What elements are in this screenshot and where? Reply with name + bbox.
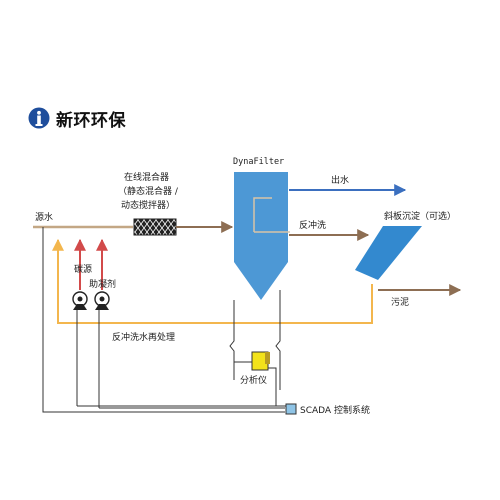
- brand-header: 新环环保: [28, 104, 126, 132]
- info-pillar-icon: [28, 107, 50, 129]
- inclined-settler-label: 斜板沉淀（可选）: [384, 210, 456, 222]
- brand-name: 新环环保: [56, 110, 126, 131]
- scada-label: SCADA 控制系统: [300, 404, 370, 416]
- analyzer-label: 分析仪: [240, 374, 267, 386]
- filter-inner-line: [253, 197, 272, 232]
- inclined-settler: [355, 226, 422, 280]
- carbon-source-label: 碳源: [74, 263, 92, 275]
- coagulant-label: 助凝剂: [89, 278, 116, 290]
- mixer-label-line3: 动态搅拌器）: [121, 199, 175, 211]
- scada-box: [285, 403, 297, 415]
- control-line: [268, 367, 286, 407]
- sludge-label: 污泥: [391, 296, 409, 308]
- backwash-reuse-label: 反冲洗水再处理: [112, 331, 175, 343]
- dynafilter-label: DynaFilter: [233, 157, 284, 167]
- signal-line: [42, 227, 285, 413]
- mixer-label-line2: （静态混合器 /: [118, 185, 179, 197]
- sample-line: [229, 300, 235, 380]
- inline-mixer: [133, 218, 177, 236]
- mixer-label-line1: 在线混合器: [124, 171, 169, 183]
- pump-icon: [72, 291, 88, 310]
- dynafilter-vessel: [234, 172, 288, 300]
- backwash-reuse-loop: [52, 238, 373, 324]
- source-water-label: 源水: [35, 211, 53, 223]
- outlet-water-label: 出水: [331, 174, 349, 186]
- sample-line: [275, 290, 281, 390]
- analyzer-display: [265, 352, 270, 364]
- pump-icon: [94, 291, 110, 310]
- backwash-label: 反冲洗: [299, 219, 326, 231]
